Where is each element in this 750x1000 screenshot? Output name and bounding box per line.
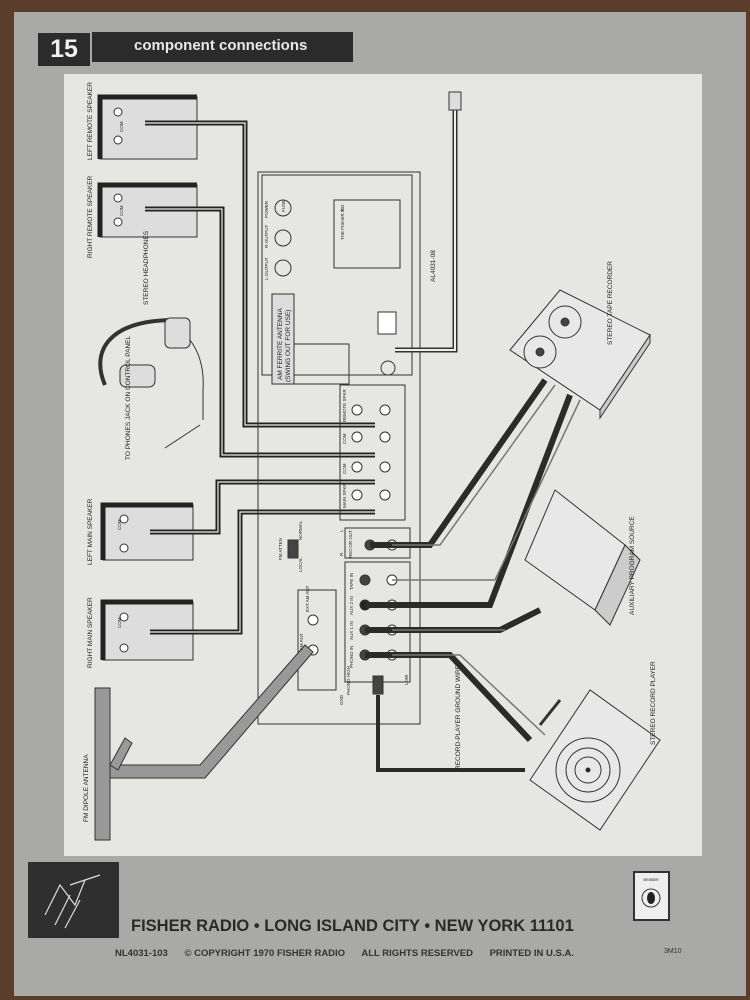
member-badge-text: MEMBER bbox=[643, 878, 659, 882]
fm-atten-label: FM ATTEN bbox=[278, 538, 283, 560]
normal-label: NORMAL bbox=[298, 520, 303, 540]
phones-jack-note: TO PHONES JACK ON CONTROL PANEL bbox=[125, 335, 132, 460]
low-label: LOW bbox=[404, 674, 409, 685]
fm-dipole-label: FM DIPOLE ANTENNA bbox=[83, 754, 90, 822]
printed: PRINTED IN U.S.A. bbox=[489, 948, 575, 959]
com-label: COM bbox=[119, 121, 124, 132]
page-number: 15 bbox=[38, 33, 90, 66]
com-terminal-label: COM bbox=[342, 433, 347, 444]
fisher-logo bbox=[28, 862, 119, 938]
right-main-speaker-label: RIGHT MAIN SPEAKER bbox=[87, 597, 94, 668]
r-output-label: R-OUTPUT bbox=[264, 225, 269, 248]
recorder-out-label: REC'OR OUT bbox=[348, 530, 353, 558]
page-title: component connections bbox=[92, 32, 353, 62]
right-channel-label: R bbox=[339, 552, 344, 556]
phono-in-label: PHONO IN bbox=[349, 646, 354, 668]
gnd-label: GND bbox=[339, 694, 344, 705]
headphones-illustration bbox=[98, 317, 204, 449]
fm-atten-switch bbox=[287, 539, 299, 559]
tape-in-label: TAPE IN bbox=[349, 573, 354, 590]
auxiliary-source-box bbox=[524, 489, 641, 626]
ground-wire-label: RECORD-PLAYER GROUND WIRE bbox=[455, 664, 462, 770]
com-terminal-label: COM bbox=[342, 463, 347, 474]
phono-level-switch bbox=[372, 675, 384, 695]
aux-source-label: AUXILIARY PROGRAM SOURCE bbox=[629, 516, 636, 615]
am-ferrite-label: AM FERRITE ANTENNA bbox=[277, 307, 284, 380]
right-remote-speaker-label: RIGHT REMOTE SPEAKER bbox=[87, 175, 94, 258]
remote-spkr-label: REMOTE SPKR bbox=[342, 388, 347, 422]
aux2-in-label: AUX 2 IN bbox=[349, 596, 354, 615]
fm-ant-label: FM ANT bbox=[299, 633, 304, 650]
record-player-label: STEREO RECORD PLAYER bbox=[650, 661, 657, 745]
tape-recorder bbox=[509, 289, 651, 420]
left-channel-label: L bbox=[339, 529, 344, 532]
doc-number: NL4031-103 bbox=[115, 948, 168, 959]
part-number: AL4031-08 bbox=[430, 250, 437, 282]
brand-label: THE FISHER ® bbox=[339, 208, 345, 240]
record-player bbox=[529, 689, 661, 831]
am-ferrite-note: (SWING OUT FOR USE) bbox=[285, 310, 292, 382]
ground-wire bbox=[376, 695, 525, 772]
left-remote-speaker bbox=[97, 94, 198, 160]
com-label: COM bbox=[117, 617, 122, 628]
left-remote-speaker-label: LEFT REMOTE SPEAKER bbox=[87, 82, 94, 160]
tape-recorder-label: STEREO TAPE RECORDER bbox=[607, 261, 614, 345]
member-badge: MEMBER bbox=[633, 871, 670, 921]
power-label: POWER bbox=[264, 200, 269, 218]
power-plug-icon bbox=[448, 91, 462, 111]
copyright: © COPYRIGHT 1970 FISHER RADIO bbox=[184, 948, 346, 959]
ext-am-ant-label: EXT AM ANT bbox=[305, 585, 310, 612]
model-label: 202 bbox=[340, 204, 345, 212]
fm-dipole-antenna bbox=[94, 644, 314, 841]
print-code: 3M10 bbox=[664, 948, 682, 955]
phono-high-label: PHONO HIGH bbox=[346, 666, 351, 695]
headphones-label: STEREO HEADPHONES bbox=[143, 230, 150, 305]
main-spkr-label: MAIN SPKR bbox=[342, 482, 347, 508]
fuse-label: FUSE bbox=[281, 200, 286, 212]
left-main-speaker-label: LEFT MAIN SPEAKER bbox=[87, 498, 94, 565]
receiver-chassis bbox=[257, 171, 421, 725]
rights: ALL RIGHTS RESERVED bbox=[361, 948, 473, 959]
com-label: COM bbox=[117, 519, 122, 530]
aux1-in-label: AUX 1 IN bbox=[349, 621, 354, 640]
local-label: LOCAL bbox=[298, 557, 303, 572]
footer-info: NL4031-103 © COPYRIGHT 1970 FISHER RADIO… bbox=[115, 948, 588, 959]
com-label: COM bbox=[119, 205, 124, 216]
power-cord bbox=[395, 110, 458, 353]
l-output-label: L-OUTPUT bbox=[264, 257, 269, 280]
footer-address: FISHER RADIO • LONG ISLAND CITY • NEW YO… bbox=[131, 917, 574, 935]
